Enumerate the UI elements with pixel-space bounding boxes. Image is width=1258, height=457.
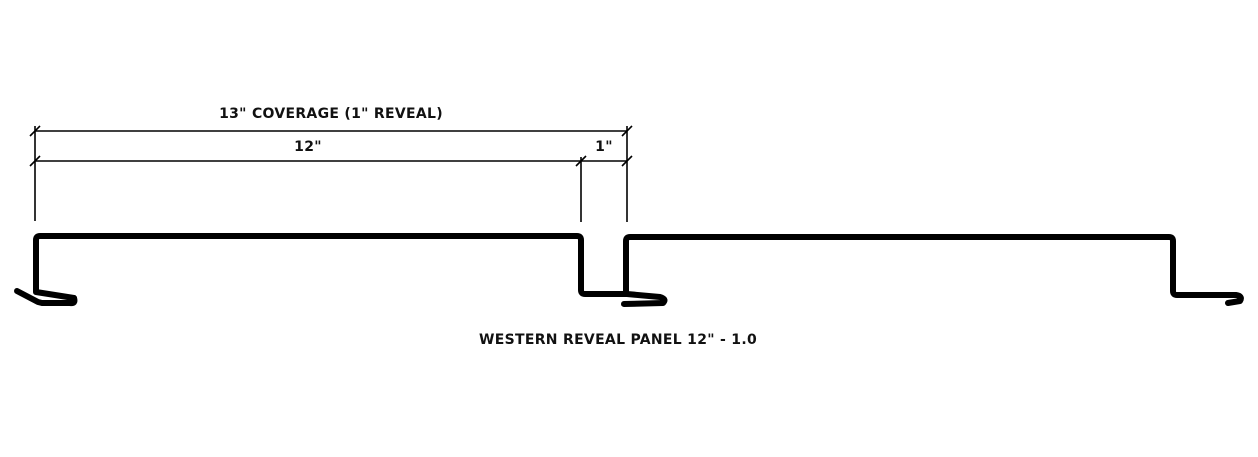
tick-mark [621,125,633,137]
dimension-lines [29,125,633,222]
panel-2-profile [621,234,1244,307]
panel-1-profile [14,233,630,307]
tick-mark [621,155,633,167]
coverage-label: 13" COVERAGE (1" REVEAL) [219,106,443,122]
tick-mark [29,125,41,137]
diagram-title: WESTERN REVEAL PANEL 12" - 1.0 [479,332,757,348]
tick-mark [575,155,587,167]
panel-width-label: 12" [294,139,322,155]
reveal-label: 1" [595,139,613,155]
tick-mark [29,155,41,167]
